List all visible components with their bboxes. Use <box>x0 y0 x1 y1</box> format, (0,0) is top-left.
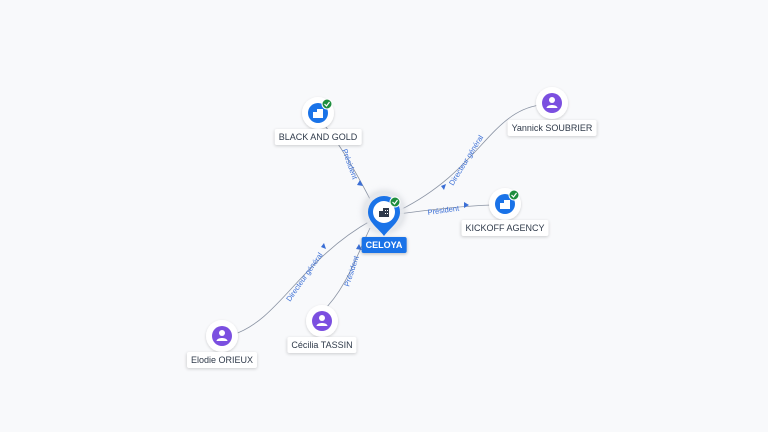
arrow-head <box>441 184 446 190</box>
building-icon <box>379 208 389 217</box>
person-icon <box>216 330 228 341</box>
node-cecilia-tassin[interactable] <box>306 305 338 337</box>
building-icon <box>500 200 510 209</box>
edge-label-black-and-gold: Président <box>340 148 360 182</box>
node-label-cecilia-tassin[interactable]: Cécilia TASSIN <box>287 337 357 353</box>
person-icon <box>546 97 558 108</box>
node-kickoff-agency[interactable] <box>489 188 521 220</box>
node-elodie-orieux[interactable] <box>206 320 238 352</box>
verified-check-icon <box>321 98 333 110</box>
edge-label-elodie-orieux: Directeur général <box>284 251 325 304</box>
edge-kickoff-agency <box>397 204 493 215</box>
edge-label-yannick-soubrier: Directeur général <box>447 133 485 187</box>
edge-yannick-soubrier <box>399 104 541 211</box>
center-node[interactable] <box>362 190 406 236</box>
node-yannick-soubrier[interactable] <box>536 87 568 119</box>
edge-label-cecilia-tassin: Président <box>342 254 361 288</box>
arrow-head <box>357 180 363 186</box>
center-node-label[interactable]: CELOYA <box>361 237 407 253</box>
node-black-and-gold[interactable] <box>302 97 334 129</box>
edge-label-kickoff-agency: Président <box>427 204 461 217</box>
arrow-head <box>356 244 362 250</box>
node-label-kickoff-agency[interactable]: KICKOFF AGENCY <box>461 220 549 236</box>
verified-check-icon <box>389 196 401 208</box>
arrow-head <box>321 243 326 249</box>
arrow-head <box>464 202 469 208</box>
verified-check-icon <box>508 189 520 201</box>
node-label-yannick-soubrier[interactable]: Yannick SOUBRIER <box>507 120 597 136</box>
person-icon <box>316 315 328 326</box>
edge-elodie-orieux <box>231 219 373 336</box>
node-label-black-and-gold[interactable]: BLACK AND GOLD <box>274 129 362 145</box>
node-label-elodie-orieux[interactable]: Elodie ORIEUX <box>186 352 258 368</box>
building-icon <box>313 109 323 118</box>
